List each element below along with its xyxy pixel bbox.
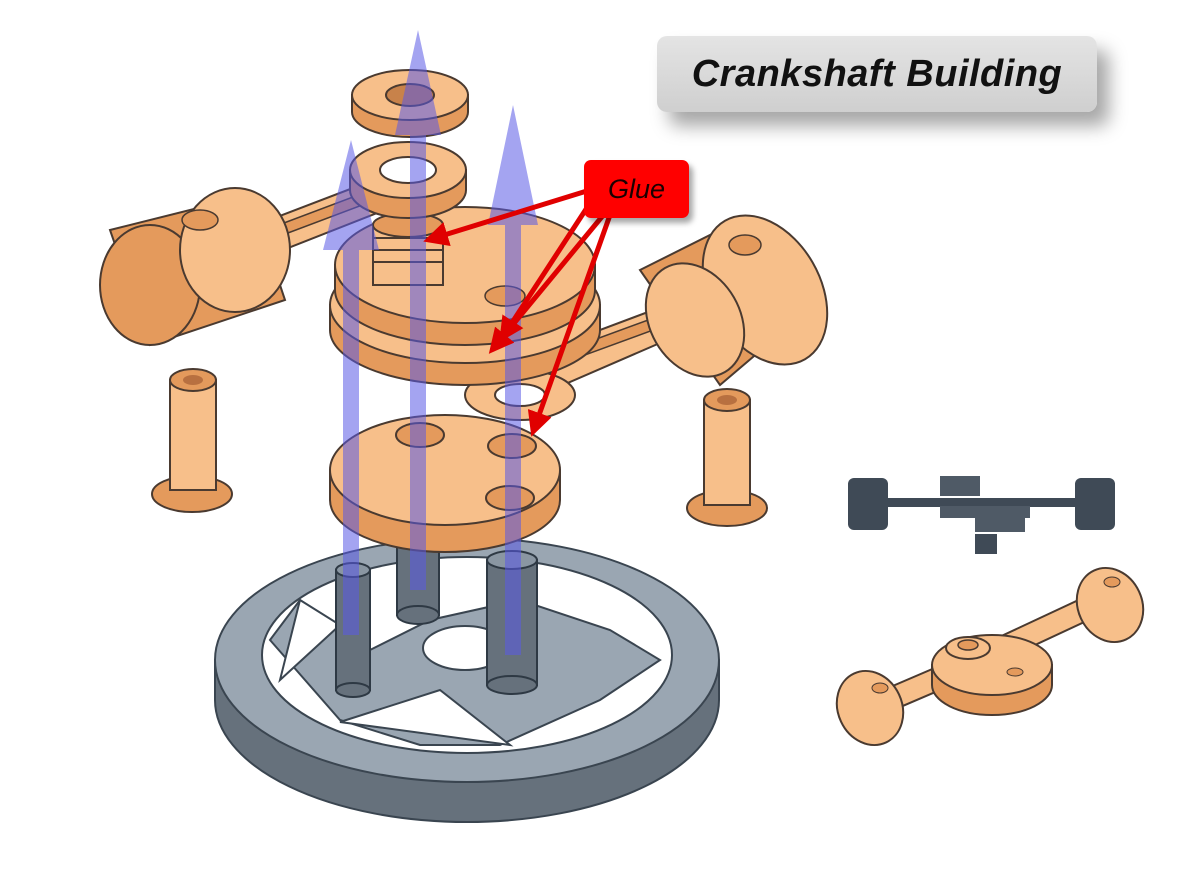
title-banner: Crankshaft Building [657,36,1097,112]
assembly-arrow-icon [323,30,538,655]
left-piston-assembly [99,168,412,347]
right-piston-assembly [464,214,829,421]
glue-label: Glue [607,173,666,204]
glue-arrow-icon [423,187,613,437]
diagram-title: Crankshaft Building [691,52,1063,95]
base-wheel [214,537,720,823]
lower-crank-disk [329,414,561,553]
assembled-crankshaft-inset [835,567,1145,746]
glue-callout: Glue [584,160,689,218]
side-view-inset [848,476,1115,554]
right-standoff [686,388,768,527]
left-standoff [151,368,233,513]
